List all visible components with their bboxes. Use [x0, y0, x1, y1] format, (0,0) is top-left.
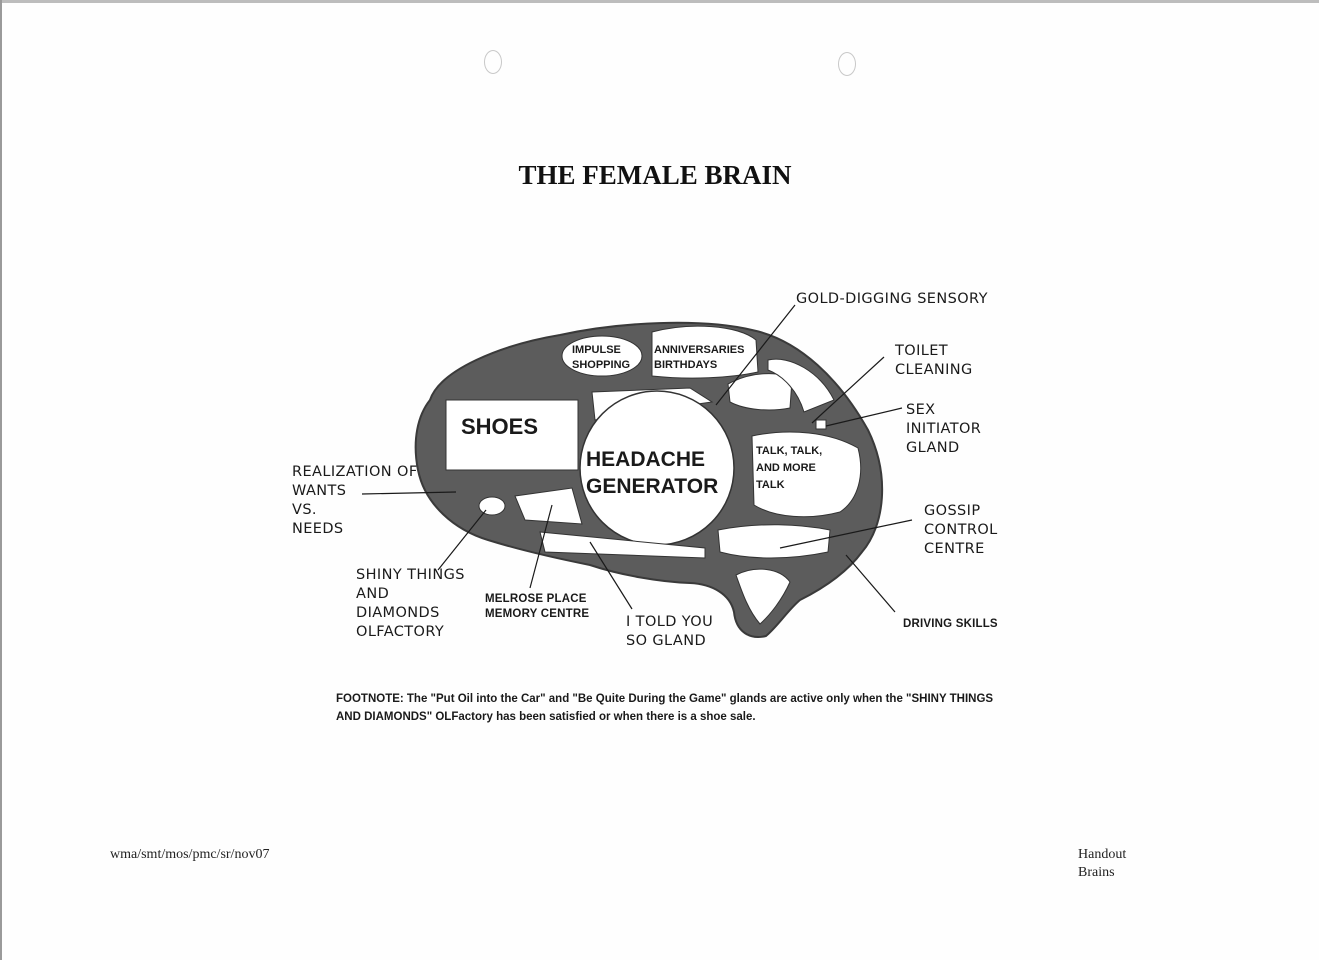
punch-hole-right: [838, 52, 856, 76]
footnote: FOOTNOTE: The "Put Oil into the Car" and…: [336, 693, 994, 723]
callout-gossip-control: GOSSIP CONTROL CENTRE: [924, 503, 998, 557]
region-melrose: [514, 487, 583, 525]
callout-sex-initiator: SEX INITIATOR GLAND: [906, 402, 982, 456]
label-talk: TALK, TALK, AND MORE TALK: [756, 445, 823, 491]
region-talk: [751, 431, 862, 518]
region-impulse-shopping: [561, 335, 643, 377]
scan-top-edge: [0, 0, 1319, 3]
region-lower-band: [539, 531, 706, 559]
callout-i-told-you: I TOLD YOU SO GLAND: [626, 614, 714, 649]
callout-toilet-cleaning: TOILET CLEANING: [895, 343, 973, 378]
region-gossip: [717, 524, 831, 559]
label-impulse-shopping: IMPULSE SHOPPING: [572, 344, 631, 371]
label-headache-generator: HEADACHE GENERATOR: [586, 448, 719, 498]
punch-hole-left: [484, 50, 502, 74]
region-shoes: [445, 399, 579, 471]
footer-left-code: wma/smt/mos/pmc/sr/nov07: [110, 847, 270, 862]
callout-gold-digging: GOLD-DIGGING SENSORY: [796, 291, 988, 307]
scan-left-edge: [0, 0, 2, 960]
region-gold-digging: [727, 373, 793, 411]
region-upper-right: [767, 358, 835, 413]
region-anniversaries: [651, 325, 759, 379]
label-anniversaries: ANNIVERSARIES BIRTHDAYS: [654, 344, 745, 371]
page-title: THE FEMALE BRAIN: [518, 160, 792, 190]
callout-melrose-place: MELROSE PLACE MEMORY CENTRE: [485, 593, 590, 620]
region-sex-initiator: [815, 419, 827, 430]
callout-realization: REALIZATION OF WANTS VS. NEEDS: [292, 464, 418, 537]
region-shiny-things: [478, 496, 506, 516]
callout-driving-skills: DRIVING SKILLS: [903, 618, 998, 630]
footer-right-label: Handout Brains: [1078, 847, 1127, 880]
label-shoes: SHOES: [461, 414, 539, 439]
callout-shiny-things: SHINY THINGS AND DIAMONDS OLFACTORY: [356, 567, 465, 640]
leader-lines: [361, 304, 913, 613]
region-brain-stem: [735, 568, 791, 625]
